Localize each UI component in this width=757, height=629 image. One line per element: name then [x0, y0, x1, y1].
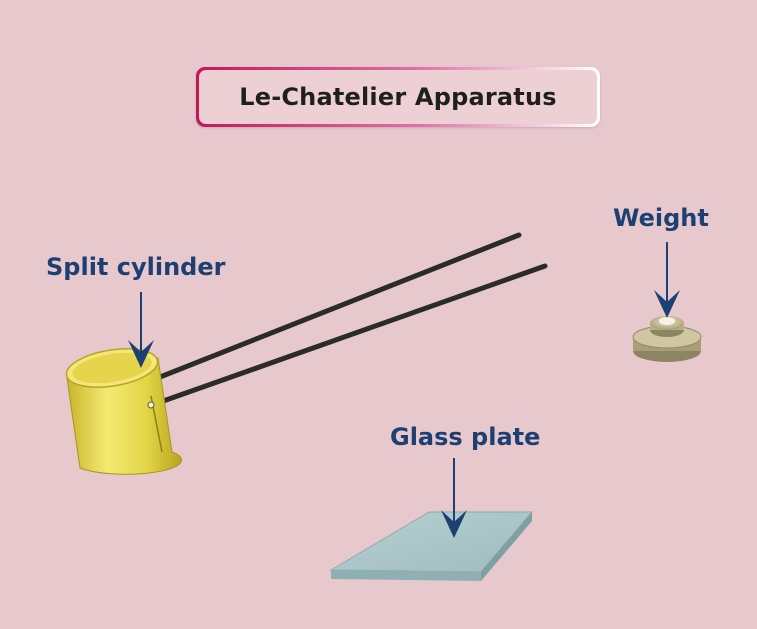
title-banner: Le-Chatelier Apparatus — [196, 67, 600, 127]
split-cylinder — [65, 348, 183, 475]
weight — [632, 316, 702, 362]
indicator-needle-lower — [149, 263, 548, 408]
indicator-needles — [147, 232, 548, 408]
glass-plate-arrow — [441, 458, 467, 538]
split-cylinder-arrow — [128, 292, 154, 368]
indicator-needle-upper — [147, 232, 522, 384]
weight-label: Weight — [613, 204, 709, 232]
title-banner-inner: Le-Chatelier Apparatus — [199, 70, 597, 124]
glass-plate — [329, 511, 534, 581]
split-cylinder-label: Split cylinder — [46, 253, 226, 281]
diagram-title: Le-Chatelier Apparatus — [239, 83, 557, 111]
glass-plate-label: Glass plate — [390, 423, 541, 451]
weight-arrow — [654, 242, 680, 318]
